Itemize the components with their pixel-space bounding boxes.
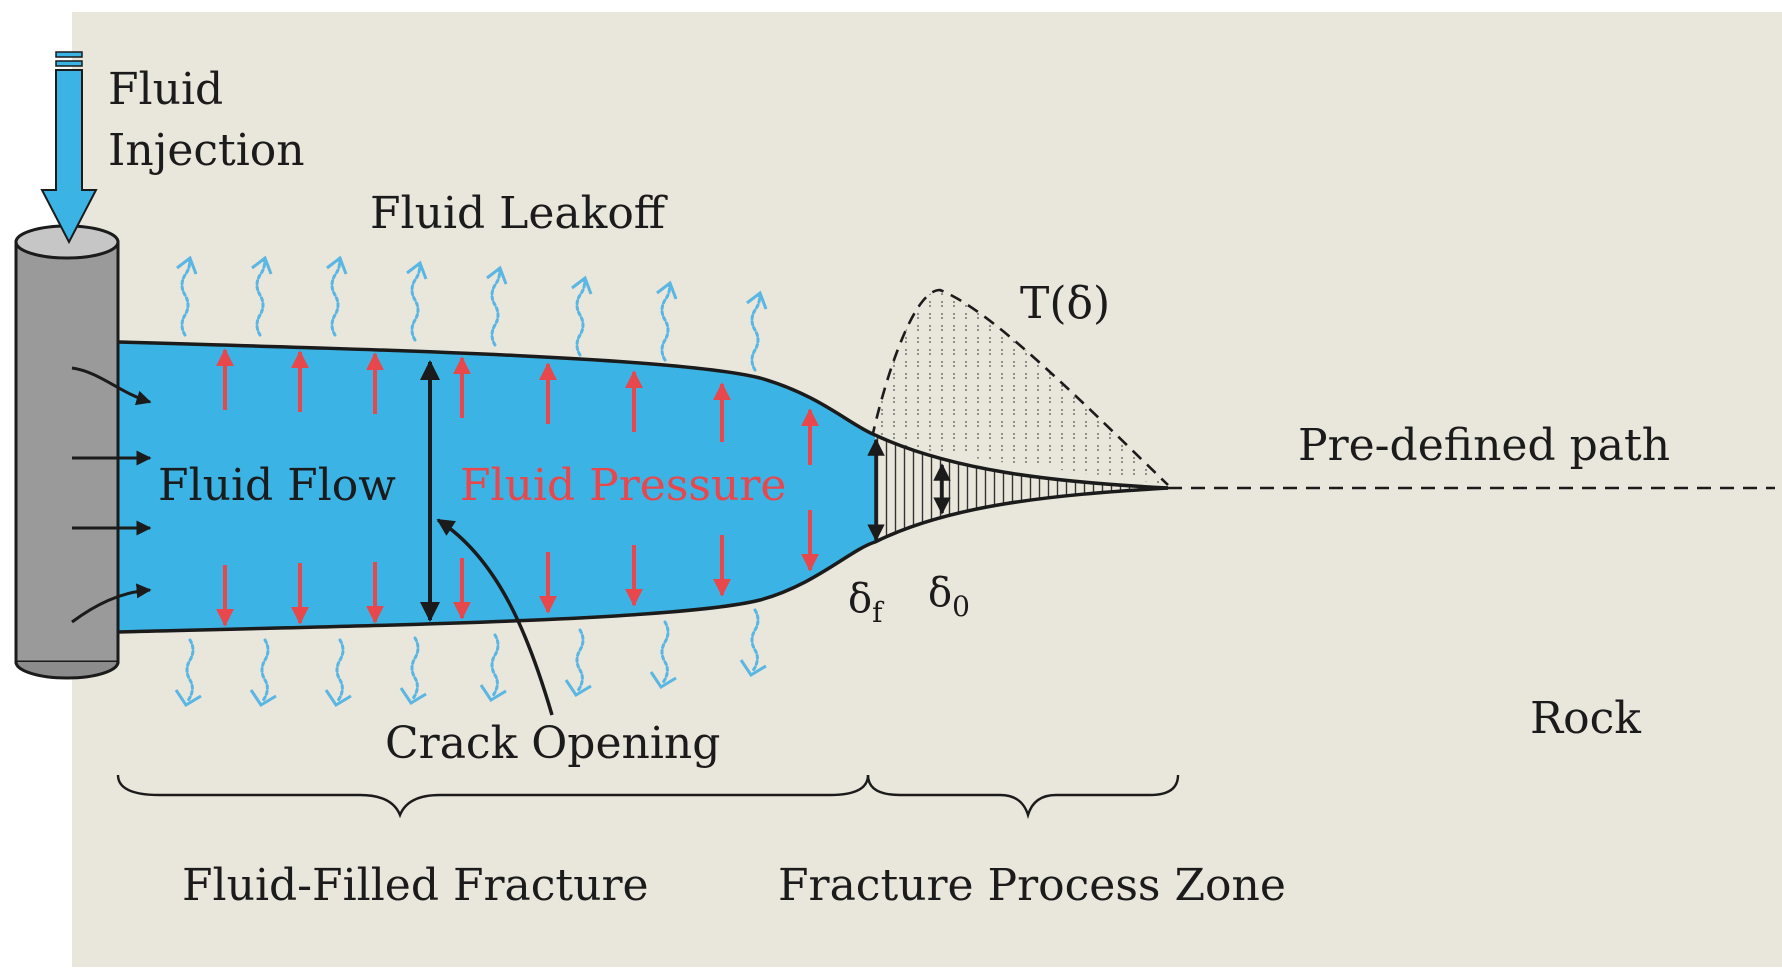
fluid-pressure-label: Fluid Pressure xyxy=(460,460,786,511)
brace-fluid-filled-fracture xyxy=(116,774,870,819)
delta-0-label: δ0 xyxy=(928,570,970,623)
fluid-flow-label: Fluid Flow xyxy=(158,460,396,511)
traction-curve-fill xyxy=(872,290,1168,485)
pressure-arrows-up xyxy=(216,348,819,465)
leakoff-arrowheads-top xyxy=(176,255,768,310)
fluid-filled-fracture-label: Fluid-Filled Fracture xyxy=(182,860,649,911)
traction-curve xyxy=(870,288,1169,486)
rock-label: Rock xyxy=(1530,693,1641,744)
leakoff-arrows-top xyxy=(180,257,761,372)
crack-opening-leader xyxy=(436,518,554,716)
down-arrow-icon xyxy=(40,51,98,245)
fluid-injection-label-line1: Fluid xyxy=(108,64,223,115)
fluid-leakoff-label: Fluid Leakoff xyxy=(370,188,668,239)
crack-opening-label: Crack Opening xyxy=(385,718,720,769)
delta-f-label: δf xyxy=(848,576,885,629)
fracture-process-zone-label: Fracture Process Zone xyxy=(778,860,1286,911)
traction-label: T(δ) xyxy=(1020,278,1110,329)
fracture-bottom-boundary xyxy=(117,486,1169,634)
pressure-arrows-down xyxy=(216,510,819,627)
leakoff-arrowheads-bottom xyxy=(174,659,767,708)
brace-fracture-process-zone xyxy=(866,774,1180,820)
wellbore-cylinder xyxy=(14,224,120,680)
fluid-filled-fracture xyxy=(118,342,875,632)
fracture-top-boundary xyxy=(117,340,1169,490)
predefined-path-label: Pre-defined path xyxy=(1298,420,1670,471)
fluid-flow-arrows xyxy=(71,366,152,624)
fluid-injection-label-line2: Injection xyxy=(108,125,305,176)
leakoff-arrows-bottom xyxy=(185,608,760,704)
